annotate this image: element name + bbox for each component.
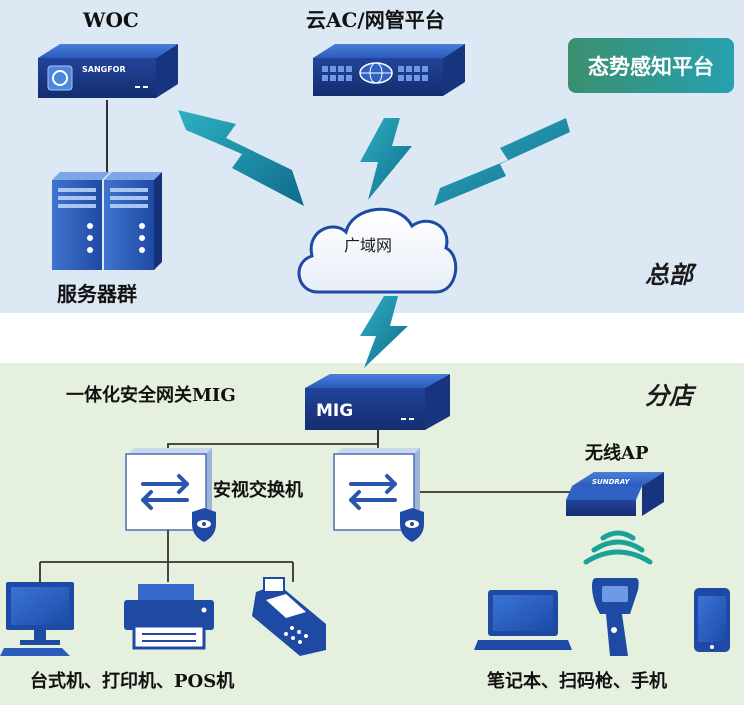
wifi-signal [583, 530, 653, 565]
switch-left [125, 448, 216, 542]
cloud-ac-device [313, 44, 465, 96]
mig-label: 一体化安全网关MIG [66, 385, 236, 406]
bolt-ac-wan [360, 118, 412, 200]
situational-awareness-badge: 态势感知平台 [568, 38, 734, 93]
bolt-woc-wan [178, 110, 304, 206]
right-devices-label: 笔记本、扫码枪、手机 [487, 671, 667, 692]
woc-label: WOC [83, 8, 139, 32]
barcode-scanner-icon [592, 578, 639, 656]
bolt-wan-mig [360, 296, 408, 368]
desktop-icon [0, 582, 74, 656]
hq-zone-label: 总部 [645, 261, 693, 289]
left-devices-label: 台式机、打印机、POS机 [30, 671, 235, 692]
switch-label: 安视交换机 [213, 480, 303, 501]
pos-terminal-icon [252, 577, 326, 656]
wireless-ap-label: 无线AP [585, 443, 649, 464]
cloud-ac-label: 云AC/网管平台 [306, 8, 445, 32]
left-device-bus [39, 530, 294, 582]
woc-device: SANGFOR [38, 44, 178, 98]
wan-cloud [297, 207, 458, 294]
wan-label: 广域网 [344, 236, 393, 255]
laptop-icon [474, 590, 572, 650]
phone-icon [694, 588, 730, 652]
server-group [52, 172, 162, 270]
printer-icon [124, 584, 214, 650]
woc-brand-text: SANGFOR [82, 65, 126, 74]
branch-zone-label: 分店 [645, 382, 693, 410]
bolt-situational-wan [434, 118, 570, 206]
mig-brand-text: MIG [316, 401, 353, 421]
ap-brand-text: SUNDRAY [592, 478, 630, 486]
mig-device: MIG [305, 374, 450, 430]
switch-right [333, 448, 424, 542]
servers-label: 服务器群 [57, 282, 137, 306]
ap-device: SUNDRAY [566, 472, 664, 516]
